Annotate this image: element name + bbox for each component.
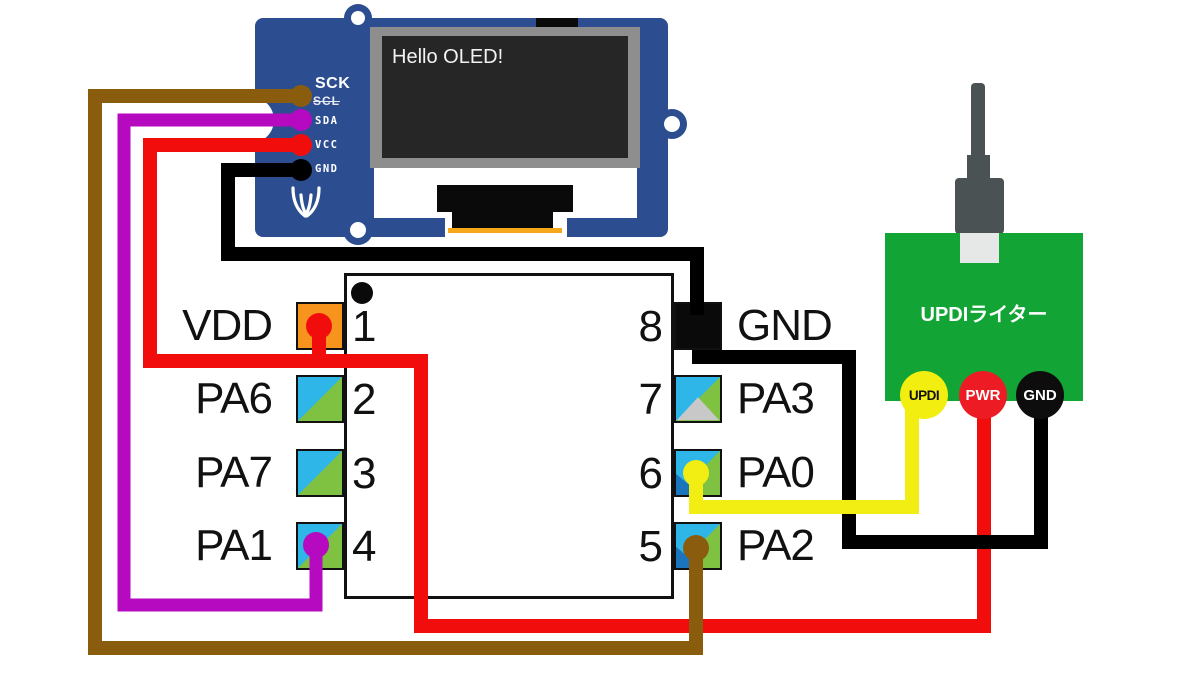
wire-power (143, 138, 991, 633)
chip-pin-number-2: 2 (352, 375, 376, 424)
oled-sck-dot (290, 85, 312, 107)
pa0-pad-dot (683, 460, 709, 486)
chip-pin-number-5: 5 (638, 522, 663, 571)
chip-label-vdd: VDD (182, 301, 273, 350)
oled-gnd-dot (290, 159, 312, 181)
oled-mount-hole-top (351, 11, 365, 25)
chip-label-pa2: PA2 (737, 521, 815, 570)
oled-vcc-dot (290, 134, 312, 156)
pwr-pin-label: PWR (965, 386, 1001, 404)
pad-pin2-pa6 (296, 375, 344, 423)
wire-sck (88, 89, 703, 655)
oled-screen-text: Hello OLED! (392, 46, 504, 68)
pa2-pad-dot (683, 535, 709, 561)
oled-flex-connector (437, 185, 573, 212)
oled-pin-label-vcc: VCC (315, 139, 339, 151)
chip-label-pa3: PA3 (737, 374, 815, 423)
chip-pin-number-1: 1 (352, 302, 376, 351)
chip-pin-number-4: 4 (352, 522, 376, 571)
oled-pin-label-sda: SDA (315, 115, 339, 127)
wire-updi (689, 398, 919, 514)
chip-body (344, 273, 674, 599)
chip-pin-number-3: 3 (352, 449, 376, 498)
updi-writer-title: UPDIライター (920, 304, 1048, 326)
oled-mount-hole-bottom (350, 222, 366, 238)
chip-label-pa6: PA6 (195, 374, 273, 423)
gnd-pin-label: GND (1023, 386, 1057, 404)
usb-plug-metal (960, 233, 999, 263)
usb-cable (971, 83, 985, 157)
oled-pin-label-gnd: GND (315, 163, 339, 175)
chip-label-gnd: GND (737, 301, 833, 350)
usb-cable-boot (967, 155, 990, 179)
updi-pin-circle: UPDI (900, 371, 948, 419)
chip-pin-number-6: 6 (638, 449, 663, 498)
pa1-pad-dot (303, 532, 329, 558)
seeed-logo-icon (291, 186, 321, 218)
pad-pin3-pa7 (296, 449, 344, 497)
wire-ground-oled (221, 163, 704, 315)
chip-pin-number-8: 8 (638, 302, 663, 351)
oled-sda-dot (290, 109, 312, 131)
wire-sda (117, 113, 323, 612)
oled-pin-label-sck: SCK (315, 75, 351, 92)
oled-pin-label-scl: SCL (313, 94, 340, 108)
oled-flex-connector-tail (452, 212, 553, 228)
usb-plug (955, 178, 1004, 234)
oled-screen (382, 36, 628, 158)
updi-pin-label: UPDI (908, 387, 940, 403)
pin1-indicator-dot (351, 282, 373, 304)
wire-ground-updi (692, 350, 1048, 549)
chip-label-pa7: PA7 (195, 448, 273, 497)
chip-label-pa1: PA1 (195, 521, 273, 570)
pwr-pin-circle: PWR (959, 371, 1007, 419)
chip-pin-number-7: 7 (638, 375, 663, 424)
chip-label-pa0: PA0 (737, 448, 815, 497)
gnd-pin-circle: GND (1016, 371, 1064, 419)
vdd-pad-dot (306, 313, 332, 339)
oled-mount-hole-right (664, 116, 680, 132)
pad-pin7-pa3 (674, 375, 722, 423)
oled-flex-connector-contacts (448, 228, 562, 233)
